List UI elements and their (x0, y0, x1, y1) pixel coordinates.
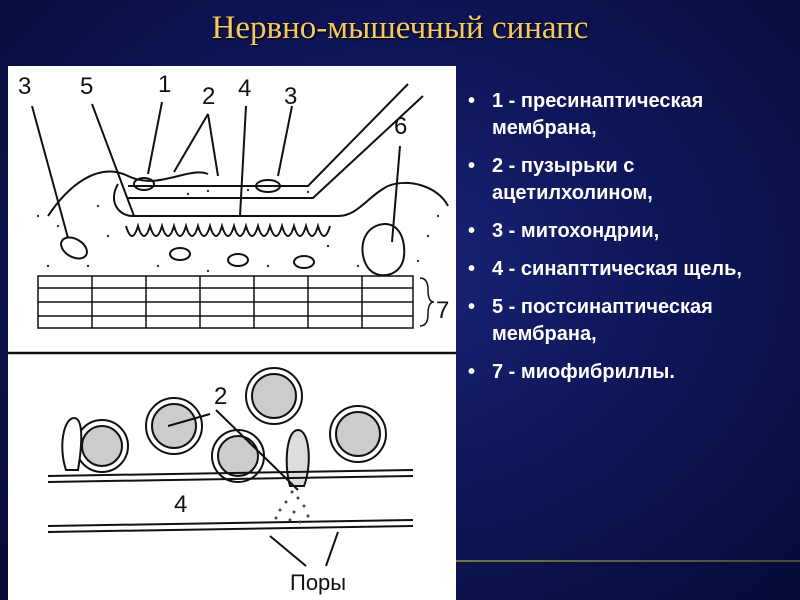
pointer-1 (147, 101, 163, 175)
pointer-3-right (277, 105, 293, 177)
legend-item: •3 - митохондрии, (468, 218, 798, 245)
label-4-top: 4 (238, 75, 251, 102)
synapse-diagram: 3 5 1 2 4 3 6 7 2 4 Поры (8, 66, 456, 600)
axon-lower (128, 95, 424, 199)
label-3-right: 3 (284, 83, 297, 110)
bullet-icon: • (468, 220, 476, 242)
legend-item: •2 - пузырьки с ацетилхолином, (468, 155, 653, 204)
mitochondrion-2 (227, 253, 249, 267)
mitochondrion-3 (293, 255, 315, 269)
myofibrils (37, 275, 435, 329)
legend-item: •5 - постсинаптическая мембрана, (468, 296, 713, 345)
mitochondrion-1 (169, 247, 191, 261)
pointer-2a (173, 113, 209, 173)
nucleus (361, 223, 406, 277)
bullet-icon: • (468, 361, 476, 383)
membranes-lower (47, 409, 414, 567)
pointer-5 (91, 103, 135, 217)
legend-item: •1 - пресинаптическая мембрана, (468, 90, 704, 139)
label-5: 5 (80, 73, 93, 100)
label-2-top: 2 (202, 83, 215, 110)
mitochondrion-terminal-2 (133, 177, 155, 191)
fiber-outline (47, 170, 209, 217)
mitochondrion-left (60, 236, 88, 260)
postsynaptic-folds (125, 222, 331, 237)
legend-list: •1 - пресинаптическая мембрана, •2 - пуз… (468, 88, 798, 397)
terminal-outline (113, 181, 449, 217)
legend-item: •7 - миофибриллы. (468, 359, 798, 386)
pointer-2b (207, 113, 219, 177)
pointer-3-left (31, 105, 69, 239)
label-7: 7 (436, 297, 449, 324)
pointer-4 (239, 105, 247, 217)
sarcoplasm-dots (36, 188, 440, 273)
synapse-drawing: 3 5 1 2 4 3 6 7 2 4 Поры (8, 71, 456, 595)
bullet-icon: • (468, 155, 476, 177)
footer-line (456, 560, 800, 562)
axon-upper (128, 83, 409, 187)
legend-item: •4 - синапттическая щель, (468, 256, 798, 283)
label-pores: Поры (290, 570, 346, 595)
pointer-6 (391, 145, 401, 243)
bullet-icon: • (468, 90, 476, 112)
label-6: 6 (394, 113, 407, 140)
label-3-left: 3 (18, 73, 31, 100)
label-1: 1 (158, 71, 171, 98)
mitochondrion-terminal (255, 179, 281, 193)
label-4-bottom: 4 (174, 491, 187, 518)
bullet-icon: • (468, 296, 476, 318)
acetylcholine-release (274, 490, 310, 524)
label-2-bottom: 2 (214, 383, 227, 410)
slide-title: Нервно-мышечный синапс (211, 10, 589, 46)
bullet-icon: • (468, 258, 476, 280)
